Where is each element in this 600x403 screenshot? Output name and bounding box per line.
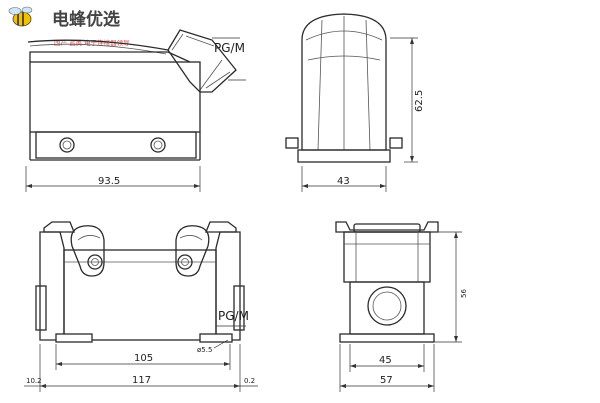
side-peg-right <box>389 137 403 149</box>
right-locking-lever <box>175 225 210 277</box>
left-locking-lever <box>70 225 105 277</box>
screw-hole-right <box>150 137 166 153</box>
housing-side-lower <box>349 281 425 335</box>
dim-43: 43 <box>337 176 350 187</box>
housing-side-view: 56 45 57 <box>335 221 468 392</box>
watermark-title: 电蜂优选 <box>52 9 120 30</box>
label-pg-m-top: PG/M <box>214 41 245 55</box>
dim-117: 117 <box>132 375 151 386</box>
front-view-hood: 43 62.5 <box>285 13 425 192</box>
dim-93-5: 93.5 <box>98 176 120 187</box>
dim-hole-diameter: ø5.5 <box>197 346 212 354</box>
dim-56: 56 <box>460 289 468 298</box>
housing-center-body <box>63 249 217 341</box>
housing-front-view: PG/M ø5.5 105 117 10.2 0.2 <box>24 221 258 392</box>
cable-gland-outline <box>167 29 237 93</box>
dim-105: 105 <box>134 353 153 364</box>
cable-entry-hole <box>367 286 407 326</box>
bee-logo-icon <box>8 6 33 27</box>
hood-body <box>29 61 201 133</box>
label-pg-m-bottom: PG/M <box>218 309 249 323</box>
screw-hole-left <box>59 137 75 153</box>
watermark-subtitle: 国产 蓝奥 电子连接器领导 <box>54 38 130 47</box>
dim-10-2-left: 10.2 <box>26 377 42 385</box>
watermark-logo: 电蜂优选 国产 蓝奥 电子连接器领导 <box>8 6 130 47</box>
side-view-hood: PG/M 93.5 <box>25 29 246 192</box>
side-peg-left <box>285 137 299 149</box>
hood-front-outline <box>301 13 387 151</box>
dim-45: 45 <box>379 355 392 366</box>
dim-0-2-right: 0.2 <box>244 377 255 385</box>
hood-base <box>35 131 197 159</box>
dim-57: 57 <box>380 375 393 386</box>
hood-top-arc <box>27 39 169 51</box>
dim-62-5: 62.5 <box>414 90 425 112</box>
housing-side-top-clamp <box>335 221 439 233</box>
